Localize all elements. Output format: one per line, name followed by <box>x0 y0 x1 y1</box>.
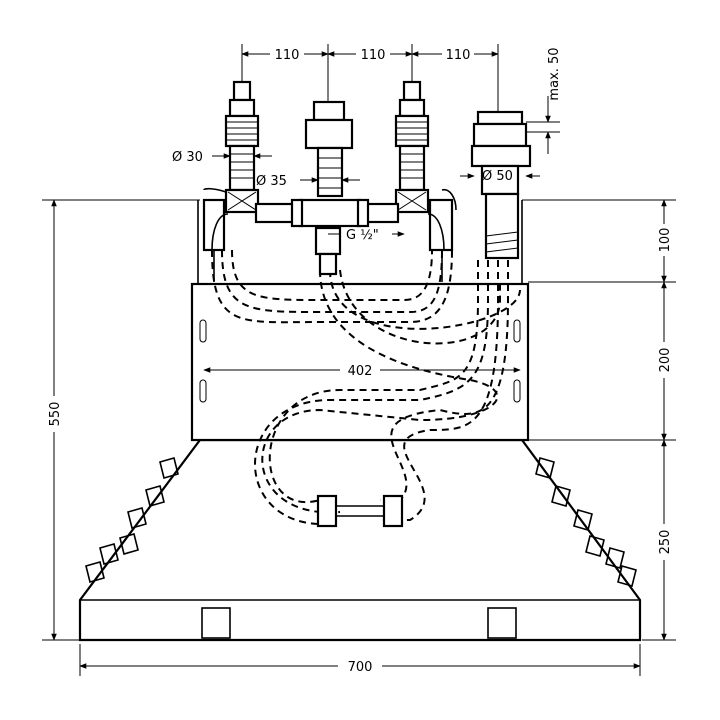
side-clips <box>85 457 637 587</box>
dim-dia-50: Ø 50 <box>482 169 513 184</box>
valve-left <box>224 80 260 214</box>
foot-right <box>487 607 517 639</box>
dim-height-mid: 200 <box>658 348 673 373</box>
dim-dia-30: Ø 30 <box>172 150 203 165</box>
hose-connectors <box>316 494 404 528</box>
diverter-right <box>470 110 532 260</box>
dim-spacing-1: 110 <box>275 48 300 63</box>
concealed-hoses <box>211 249 521 526</box>
foot-left <box>201 607 231 639</box>
dim-dia-35: Ø 35 <box>256 174 287 189</box>
dimension-lines <box>42 44 676 676</box>
valve-center <box>304 100 354 276</box>
dim-height-bottom: 250 <box>658 530 673 555</box>
dim-width-total: 700 <box>348 660 373 675</box>
dim-inner-width: 402 <box>348 364 373 379</box>
dim-spacing-2: 110 <box>361 48 386 63</box>
cross-pipe <box>202 187 457 282</box>
dim-height-top: 100 <box>658 228 673 253</box>
dim-thread: G ½" <box>346 228 379 243</box>
installation-box <box>78 200 642 642</box>
dim-max-50: max. 50 <box>547 47 562 100</box>
dim-height-total: 550 <box>48 402 63 427</box>
valve-right <box>394 80 430 214</box>
dim-spacing-3: 110 <box>446 48 471 63</box>
